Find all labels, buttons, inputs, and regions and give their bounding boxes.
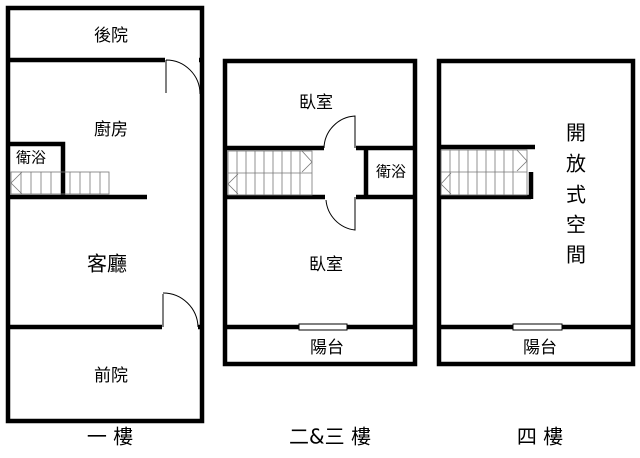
floor23-balcony-label: 陽台 — [310, 338, 344, 358]
floor1-bathroom-label: 衛浴 — [16, 149, 46, 167]
floor23-plan — [222, 58, 418, 367]
floor23-bedroom-top-label: 臥室 — [299, 93, 333, 113]
floor23-bedroom-bottom-label: 臥室 — [309, 255, 343, 275]
floor1-stairs — [10, 171, 110, 195]
floor1-frontyard-label: 前院 — [94, 366, 128, 386]
svg-text:式: 式 — [566, 183, 586, 207]
floor4-title: 四 樓 — [517, 425, 563, 449]
svg-text:空: 空 — [566, 213, 586, 237]
floor1-kitchen-label: 廚房 — [94, 119, 128, 140]
svg-text:間: 間 — [566, 243, 586, 267]
floor4-stairs — [440, 149, 528, 196]
floor1-plan — [5, 5, 205, 424]
floor1-title: 一 樓 — [87, 425, 133, 449]
floor4-balcony-label: 陽台 — [523, 338, 557, 358]
svg-text:放: 放 — [566, 152, 586, 176]
svg-text:開: 開 — [566, 121, 586, 145]
floor23-stairs — [227, 150, 313, 196]
floor23-bathroom-label: 衛浴 — [376, 163, 406, 181]
floor1-backyard-label: 後院 — [94, 26, 128, 46]
floor1-living-label: 客廳 — [87, 252, 127, 276]
floor23-title: 二&三 樓 — [289, 425, 371, 449]
floor4-plan — [436, 58, 636, 367]
floor4-open-space-label: 開 放 式 空 間 — [566, 121, 586, 267]
